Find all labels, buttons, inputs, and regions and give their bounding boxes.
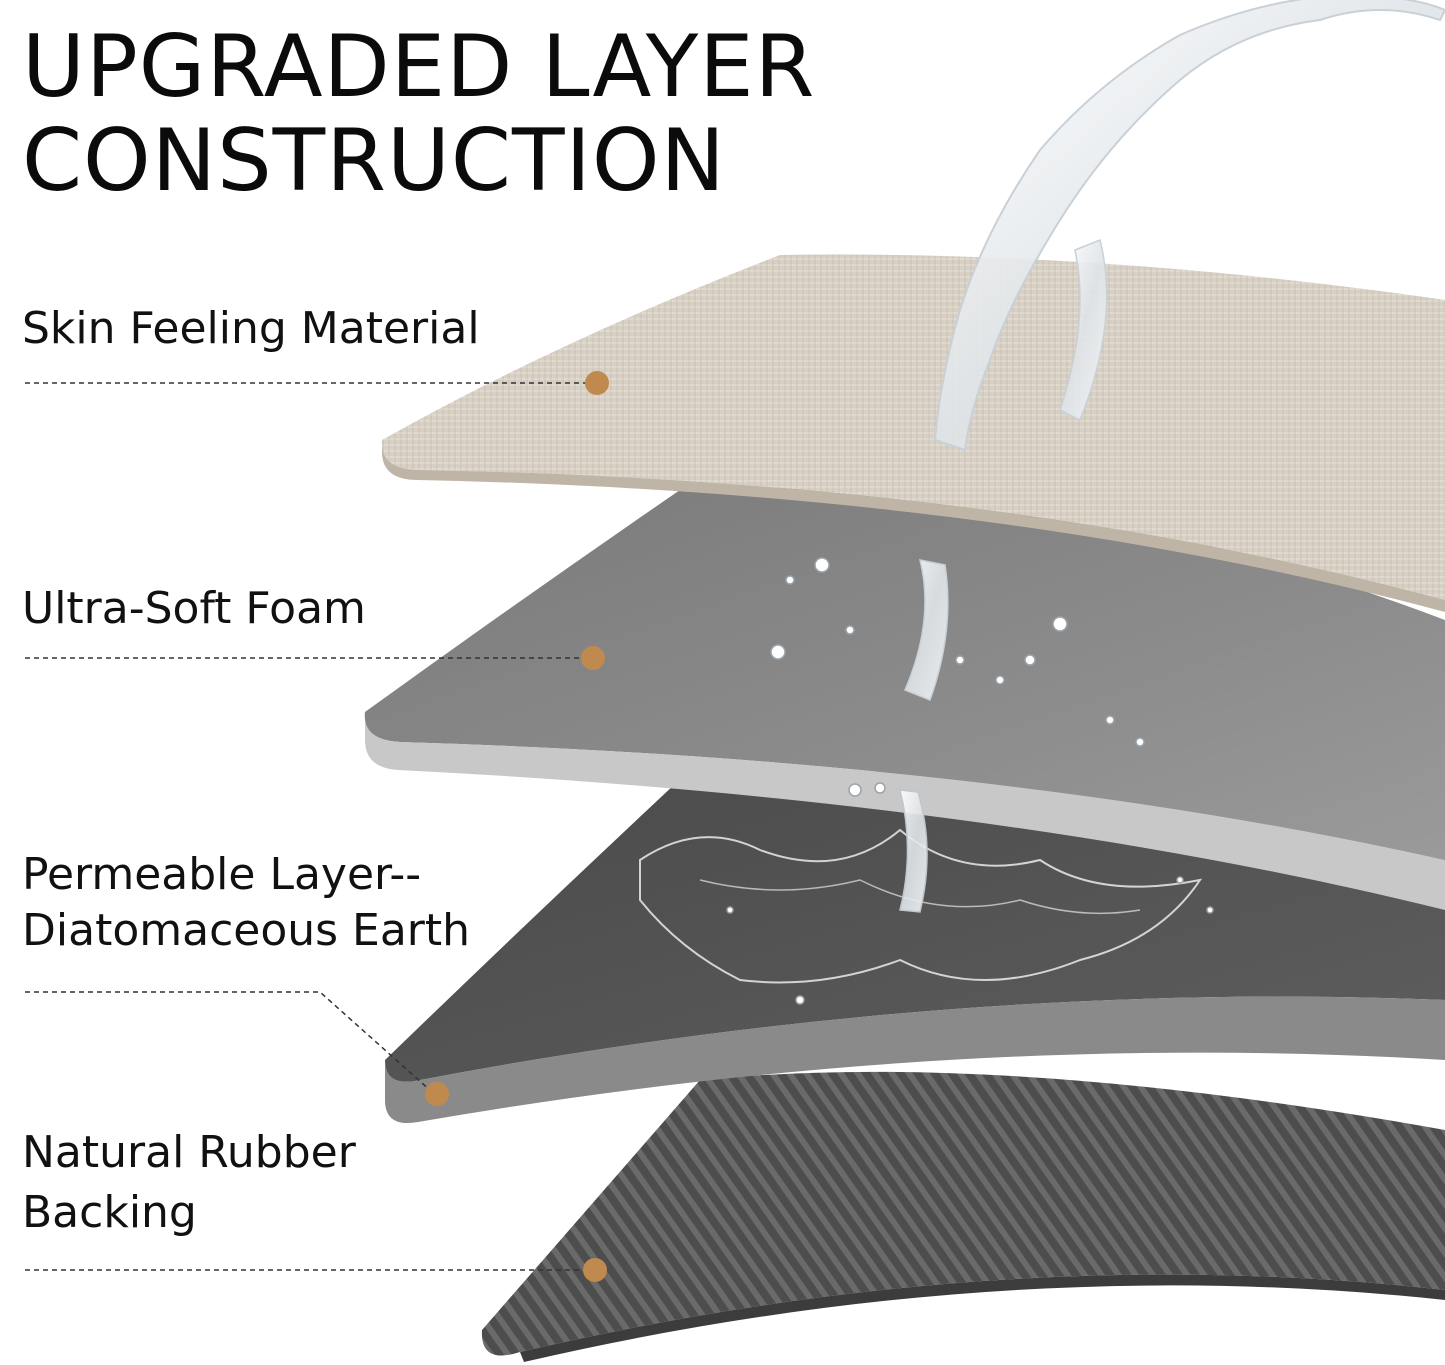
marker-dot-4 — [583, 1258, 607, 1282]
page-title-line-2: CONSTRUCTION — [22, 111, 726, 211]
label-natural-rubber-line-1: Natural Rubber — [22, 1127, 356, 1178]
leader-lines — [25, 382, 592, 1271]
leader-line-3 — [25, 991, 433, 1093]
page-title-line-1: UPGRADED LAYER — [22, 17, 816, 117]
label-ultra-soft-foam: Ultra-Soft Foam — [22, 583, 366, 634]
label-permeable-layer-line-1: Permeable Layer-- — [22, 849, 422, 900]
layer-markers — [425, 371, 609, 1282]
skin-feeling-layer — [381, 254, 1445, 612]
marker-dot-3 — [425, 1082, 449, 1106]
label-skin-feeling-material: Skin Feeling Material — [22, 303, 480, 354]
rubber-backing-layer — [481, 1071, 1445, 1362]
label-permeable-layer-line-2: Diatomaceous Earth — [22, 905, 471, 956]
marker-dot-1 — [585, 371, 609, 395]
water-splash-icon — [899, 0, 1445, 913]
water-droplets-icon — [726, 557, 1214, 1005]
label-natural-rubber-line-2: Backing — [22, 1187, 197, 1238]
marker-dot-2 — [581, 646, 605, 670]
